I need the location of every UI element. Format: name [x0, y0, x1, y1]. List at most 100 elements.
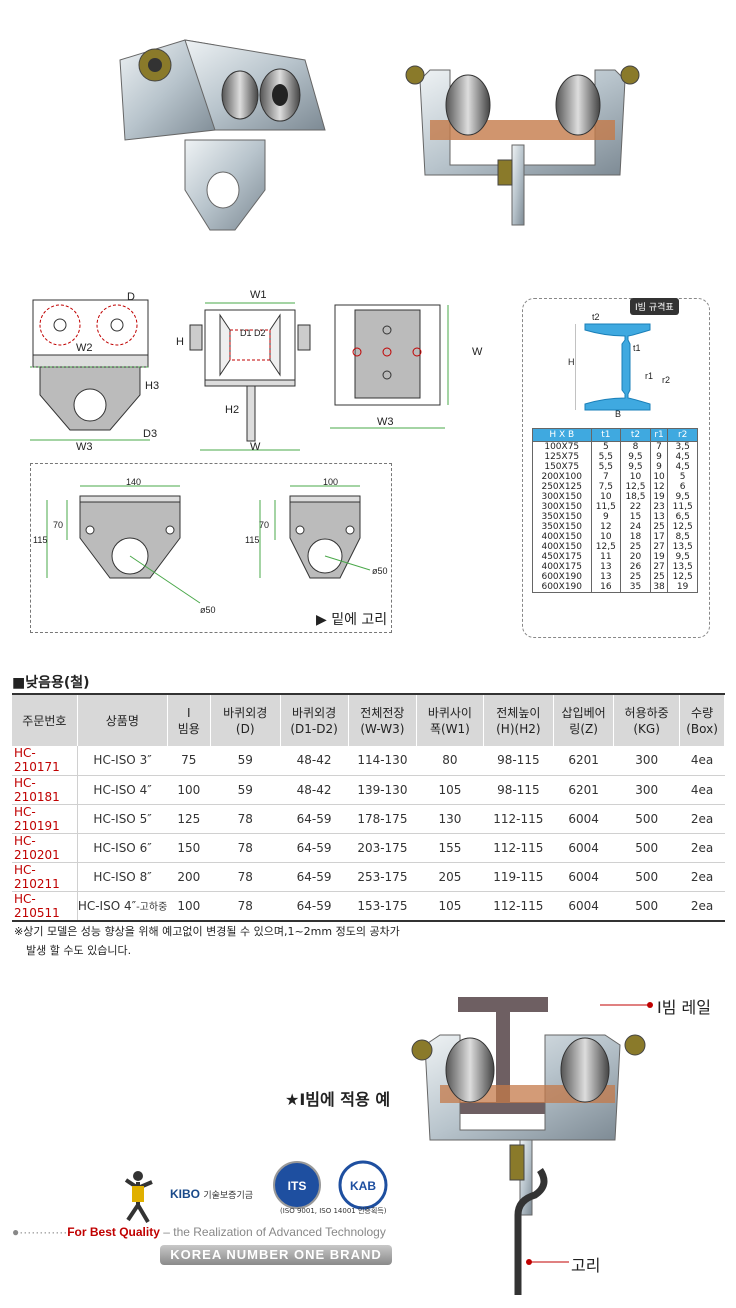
- spec-cell-w1: 105: [416, 775, 484, 805]
- spec-cell-name: HC-ISO 4″-고하중: [77, 891, 168, 922]
- spec-header-4: 바퀴외경(D1-D2): [280, 693, 349, 746]
- ibeam-cell: 200X100: [532, 472, 592, 482]
- spec-cell-hh2: 98-115: [483, 775, 554, 805]
- spec-cell-z: 6201: [553, 775, 614, 805]
- ibeam-cell: 400X150: [532, 542, 592, 552]
- cert-caption: (ISO 9001, ISO 14001 인증획득): [280, 1207, 387, 1215]
- spec-header-0: 주문번호: [12, 693, 78, 746]
- label-w2: W2: [76, 342, 93, 354]
- ibeam-cell: 12: [590, 522, 622, 532]
- ibeam-cell: 16: [590, 582, 622, 593]
- ibeam-cell: 5,5: [590, 452, 622, 462]
- ibeam-cell: 11,5: [667, 502, 698, 512]
- ibeam-cell: 13: [590, 572, 622, 582]
- spec-cell-kg: 300: [613, 775, 680, 805]
- ibeam-cell: 35: [620, 582, 651, 593]
- ibeam-cell: 5,5: [590, 462, 622, 472]
- spec-cell-d: 78: [210, 862, 281, 892]
- ibeam-cell: 26: [620, 562, 651, 572]
- spec-cell-kg: 500: [613, 862, 680, 892]
- spec-cell-hh2: 98-115: [483, 746, 554, 776]
- spec-cell-name: HC-ISO 4″: [77, 775, 168, 805]
- hook-caption: ▶ 밑에 고리: [316, 612, 388, 628]
- ibeam-cell: 25: [620, 542, 651, 552]
- trolley-top-diagram: [330, 304, 449, 429]
- ibeam-cell: 350X150: [532, 512, 592, 522]
- spec-cell-box: 2ea: [679, 891, 725, 922]
- ibeam-cell: 25: [620, 572, 651, 582]
- ibeam-cell: 600X190: [532, 572, 592, 582]
- ibeam-cell: 10: [590, 532, 622, 542]
- its-text: ITS: [288, 1179, 307, 1193]
- spec-cell-box: 2ea: [679, 804, 725, 834]
- spec-cell-d1d2: 64-59: [280, 862, 348, 892]
- ibeam-cell: 18,5: [620, 492, 651, 502]
- hook-plate-box: [30, 463, 392, 633]
- ibeam-cell: 9: [590, 512, 622, 522]
- spec-header-5: 전체전장(W-W3): [348, 693, 418, 746]
- dim-70-b: 70: [259, 520, 270, 530]
- ibeam-cell: 350X150: [532, 522, 592, 532]
- ibeam-label-b: B: [615, 409, 622, 419]
- ibeam-cell: 8,5: [667, 532, 698, 542]
- spec-cell-code: HC-210511: [12, 891, 78, 922]
- spec-cell-z: 6004: [553, 891, 614, 922]
- ibeam-cell: 38: [649, 582, 669, 593]
- spec-cell-kg: 500: [613, 804, 680, 834]
- spec-cell-beam: 125: [167, 804, 211, 834]
- ibeam-cell: 5: [667, 472, 698, 482]
- kibo-logo: KIBO 기술보증기금: [170, 1187, 254, 1201]
- spec-cell-d: 59: [210, 775, 281, 805]
- ibeam-cell: 9,5: [620, 462, 651, 472]
- hook-plate-diagrams: [46, 485, 371, 604]
- spec-cell-kg: 500: [613, 891, 680, 922]
- kab-text: KAB: [350, 1179, 376, 1193]
- ibeam-cell: 125X75: [532, 452, 592, 462]
- spec-cell-beam: 150: [167, 833, 211, 863]
- ibeam-cell: 5: [590, 441, 622, 452]
- spec-header-9: 허용하중(KG): [613, 693, 681, 746]
- label-w3-left: W3: [76, 441, 93, 453]
- ibeam-cell: 300X150: [532, 492, 592, 502]
- spec-cell-w1: 80: [416, 746, 484, 776]
- ibeam-cell: 17: [649, 532, 669, 542]
- ibeam-cell: 400X175: [532, 562, 592, 572]
- ibeam-cell: 400X150: [532, 532, 592, 542]
- spec-cell-beam: 200: [167, 862, 211, 892]
- spec-cell-hh2: 112-115: [483, 804, 554, 834]
- rail-label: I빔 레일: [657, 998, 711, 1017]
- spec-cell-ww3: 203-175: [348, 833, 417, 863]
- application-photo: [411, 997, 646, 1295]
- spec-cell-w1: 105: [416, 891, 484, 922]
- ibeam-cell: 13: [649, 512, 669, 522]
- section-title: ■낮음용(철): [12, 675, 90, 691]
- ibeam-cell: 6,5: [667, 512, 698, 522]
- spec-cell-w1: 205: [416, 862, 484, 892]
- spec-cell-w1: 130: [416, 804, 484, 834]
- trolley-front-diagram: [189, 302, 311, 451]
- label-w-right: W: [472, 346, 483, 358]
- dim-o50-a: ø50: [200, 605, 216, 615]
- ibeam-cell: 9,5: [667, 492, 698, 502]
- dim-115-a: 115: [33, 535, 48, 545]
- label-d1d2: D1 D2: [240, 328, 266, 338]
- label-w1: W1: [250, 289, 267, 301]
- ibeam-cell: 600X190: [532, 582, 592, 593]
- ibeam-label-r2: r2: [662, 375, 671, 385]
